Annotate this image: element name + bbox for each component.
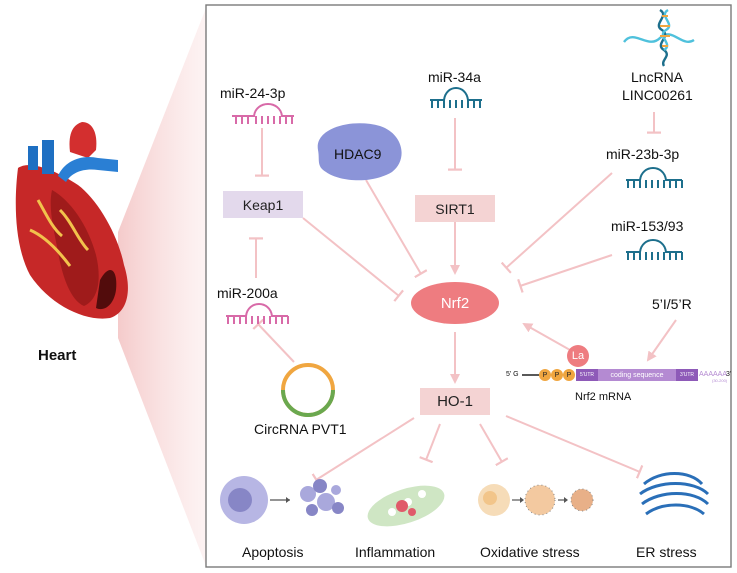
keap1-box: Keap1 bbox=[223, 191, 303, 218]
inflammation-icon bbox=[367, 485, 445, 527]
la-label: La bbox=[571, 350, 585, 362]
pathway-connectors bbox=[249, 112, 677, 487]
inhibit-keap1-nrf2 bbox=[302, 217, 404, 302]
mir-200a-label: miR-200a bbox=[217, 285, 278, 301]
ho1-box: HO-1 bbox=[420, 388, 490, 415]
hdac9-label: HDAC9 bbox=[334, 146, 382, 162]
circrna-label: CircRNA PVT1 bbox=[254, 421, 347, 437]
mrna-polya-sub: (30-200) bbox=[712, 378, 728, 383]
heart-zoom-fan bbox=[118, 8, 206, 566]
inhibit-hdac9-nrf2 bbox=[365, 179, 428, 279]
mrna-p2: P bbox=[554, 371, 560, 379]
hdac9-shape bbox=[317, 123, 402, 181]
mir-23b-3p-label: miR-23b-3p bbox=[606, 146, 680, 162]
mirna-icon-mir23b bbox=[626, 167, 683, 188]
inhibit-ho1-er-stress bbox=[505, 415, 644, 479]
nrf2-label: Nrf2 bbox=[440, 294, 470, 312]
mrna-polya: AAAAAA bbox=[699, 371, 728, 378]
nrf2-mrna-label: Nrf2 mRNA bbox=[575, 391, 632, 403]
nrf2-oval bbox=[411, 282, 499, 324]
mrna-coding: coding sequence bbox=[610, 371, 664, 379]
mirna-icon-mir24 bbox=[232, 103, 294, 124]
lncrna-icon bbox=[623, 8, 695, 67]
circrna-icon bbox=[281, 363, 335, 417]
activate-la-nrf2 bbox=[522, 323, 571, 351]
mrna-p3: P bbox=[566, 371, 572, 379]
inhibit-ho1-oxidative bbox=[479, 423, 509, 467]
inhibit-ho1-apoptosis bbox=[311, 417, 415, 487]
mrna-3prime: 3' bbox=[726, 371, 732, 378]
apoptosis-icon bbox=[220, 476, 344, 524]
mir-153-93-label: miR-153/93 bbox=[611, 218, 684, 234]
sirt1-box: SIRT1 bbox=[415, 195, 495, 222]
outcome-er-stress: ER stress bbox=[636, 544, 697, 560]
outcome-apoptosis: Apoptosis bbox=[242, 544, 304, 560]
mrna-5utr: 5'UTR bbox=[579, 372, 594, 378]
inhibit-mir23b-nrf2 bbox=[500, 172, 613, 274]
mirna-icon-mir200a bbox=[226, 303, 289, 324]
activate-5i5r-mrna bbox=[646, 319, 677, 362]
inhibit-ho1-inflammation bbox=[419, 423, 441, 464]
er-stress-icon bbox=[639, 472, 710, 516]
mir-34a-label: miR-34a bbox=[428, 69, 481, 85]
five-prime-label: 5’I/5’R bbox=[652, 296, 692, 312]
inhibit-mir153-nrf2 bbox=[517, 254, 613, 293]
heart-label: Heart bbox=[38, 347, 77, 364]
mir-24-3p-label: miR-24-3p bbox=[220, 85, 286, 101]
mrna-p1: P bbox=[542, 371, 548, 379]
mrna-5g-label: 5' G bbox=[506, 371, 519, 378]
inhibit-circrna-mir200a bbox=[252, 318, 295, 363]
la-protein-circle bbox=[567, 345, 589, 367]
mirna-icon-mir153 bbox=[626, 239, 683, 260]
outcome-oxidative-stress: Oxidative stress bbox=[480, 544, 580, 560]
lncrna-label-line1: LncRNA bbox=[631, 69, 684, 85]
mirna-icon-mir34a bbox=[430, 87, 482, 108]
lncrna-label-line2: LINC00261 bbox=[622, 87, 693, 103]
heart-icon bbox=[15, 122, 128, 319]
oxidative-stress-icon bbox=[478, 484, 594, 516]
mrna-3utr: 3'UTR bbox=[679, 372, 694, 378]
outcome-inflammation: Inflammation bbox=[355, 544, 436, 560]
nrf2-mrna-strand bbox=[522, 369, 698, 381]
